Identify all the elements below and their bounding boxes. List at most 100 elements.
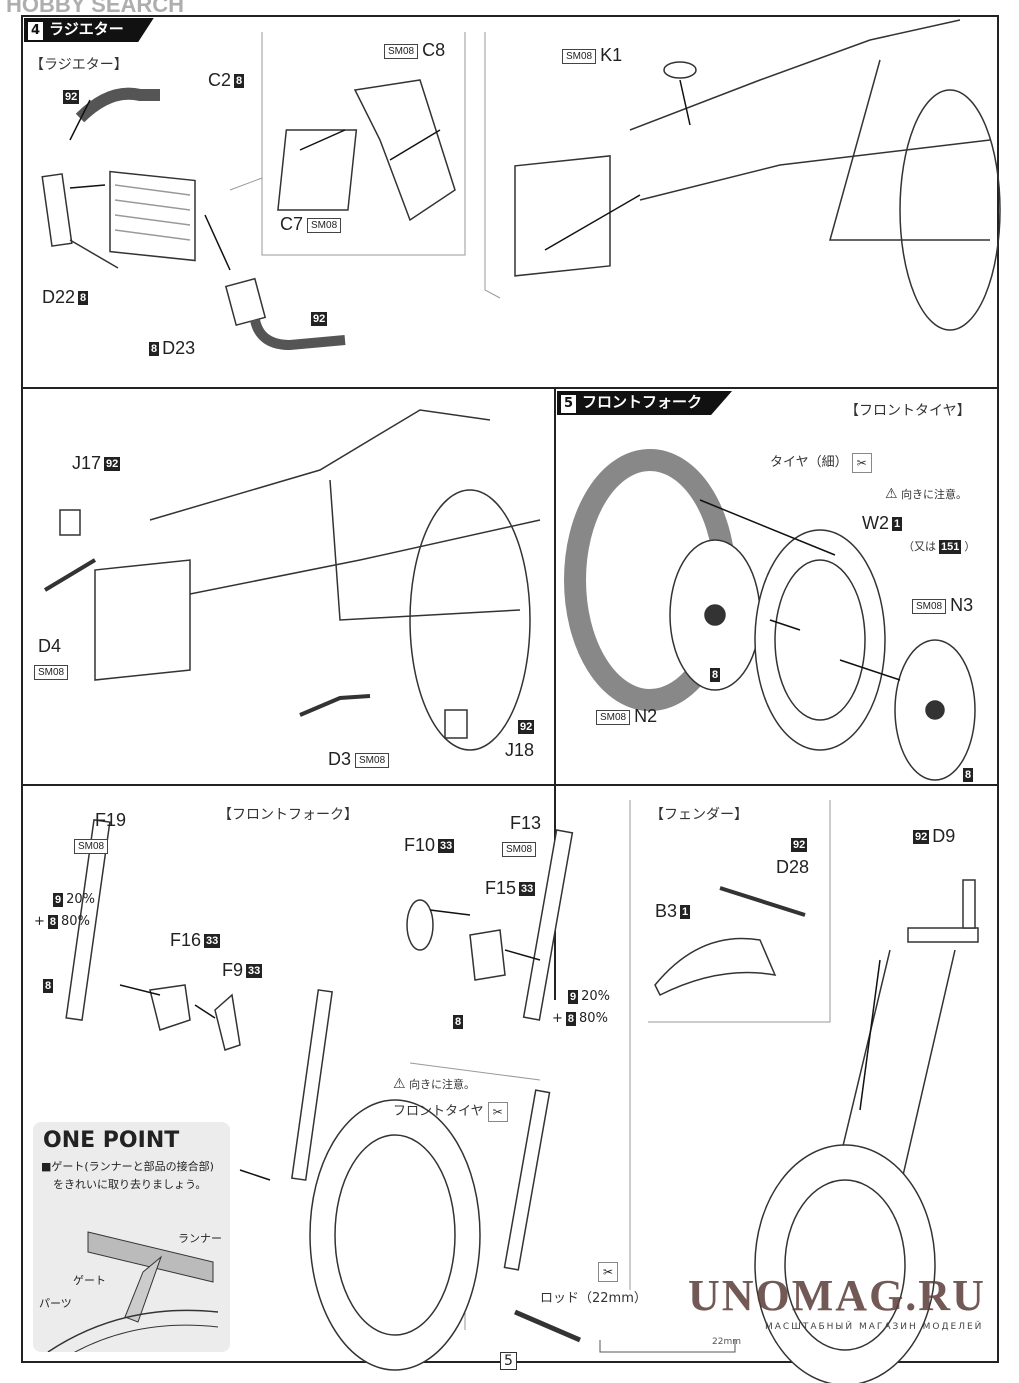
hose-d23 bbox=[250, 318, 346, 351]
step-number: 5 bbox=[561, 395, 577, 413]
warning-icon: ⚠ bbox=[885, 486, 898, 502]
label-d28: D28 bbox=[776, 857, 810, 877]
cutter-icon: ✂ bbox=[598, 1261, 618, 1282]
label-f19-color: SM08 bbox=[70, 836, 112, 855]
fork-assembly-right bbox=[503, 1089, 551, 1271]
label-f13: F13 bbox=[510, 813, 542, 833]
subpanel-c8 bbox=[261, 32, 466, 256]
bike-frame-mid bbox=[149, 409, 541, 621]
part-d22 bbox=[41, 173, 73, 247]
gate-diagram bbox=[47, 1231, 219, 1352]
warning-icon: ⚠ bbox=[393, 1076, 406, 1092]
fender-heading: 【フェンダー】 bbox=[650, 807, 748, 823]
label-f19: F19 bbox=[95, 810, 127, 830]
step-title: フロントフォーク bbox=[582, 393, 703, 411]
label-runner: ランナー bbox=[178, 1232, 222, 1245]
radiator-heading: 【ラジエター】 bbox=[30, 57, 128, 73]
step5-header: 5 フロントフォーク bbox=[557, 391, 733, 415]
part-d23 bbox=[224, 277, 267, 327]
part-j17 bbox=[59, 509, 81, 536]
label-rod: ロッド（22mm） bbox=[540, 1291, 647, 1306]
one-point-box: ONE POINT ■ゲート(ランナーと部品の接合部) をきれいに取り去りましょ… bbox=[33, 1122, 230, 1352]
part-d9 bbox=[907, 927, 979, 943]
part-d3 bbox=[299, 694, 371, 717]
part-f9 bbox=[214, 993, 241, 1051]
cutter-icon: ✂ bbox=[487, 1101, 508, 1122]
unomag-subtitle: МАСШТАБНЫЙ МАГАЗИН МОДЕЛЕЙ bbox=[765, 1322, 984, 1332]
label-parts: パーツ bbox=[39, 1297, 72, 1310]
fork-f13 bbox=[522, 829, 574, 1021]
f13-bottom-color: 8 bbox=[453, 1014, 464, 1029]
part-b3 bbox=[654, 937, 777, 997]
label-d4-color: SM08 bbox=[30, 662, 72, 681]
hub-color: 8 bbox=[710, 667, 721, 682]
one-point-text-1: ■ゲート(ランナーと部品の接合部) bbox=[41, 1160, 214, 1173]
label-tire-thin: タイヤ（細）✂ bbox=[770, 452, 872, 474]
assembly-arrows bbox=[69, 79, 901, 1181]
front-wheel-assembly bbox=[309, 1099, 481, 1371]
bike-frame-top bbox=[629, 19, 991, 241]
part-j18 bbox=[444, 709, 468, 739]
front-fork-heading: 【フロントフォーク】 bbox=[218, 807, 358, 823]
front-tire-heading: 【フロントタイヤ】 bbox=[845, 403, 971, 419]
part-d4 bbox=[43, 558, 97, 592]
label-d4: D4 bbox=[38, 636, 62, 656]
rod-cutter: ✂ bbox=[594, 1260, 618, 1282]
part-f15 bbox=[469, 929, 506, 981]
part-c8 bbox=[353, 79, 456, 222]
cutter-icon: ✂ bbox=[851, 452, 872, 473]
f19-bottom-color: 8 bbox=[43, 978, 54, 993]
label-d28-color: 92 bbox=[791, 837, 808, 852]
one-point-title: ONE POINT bbox=[43, 1128, 180, 1153]
label-gate: ゲート bbox=[73, 1274, 106, 1287]
color-92-top: 92 bbox=[63, 89, 80, 104]
label-j18: J18 bbox=[505, 740, 535, 760]
step-title: ラジエター bbox=[49, 20, 124, 38]
part-c7 bbox=[277, 129, 358, 211]
unomag-watermark: UNOMAG.RU bbox=[688, 1271, 986, 1320]
part-f10 bbox=[406, 899, 434, 951]
rear-wheel-mid bbox=[409, 489, 531, 751]
radiator-mid bbox=[94, 559, 191, 681]
color-92-bottom: 92 bbox=[311, 311, 328, 326]
label-j18-color: 92 bbox=[518, 719, 535, 734]
part-f16 bbox=[149, 984, 191, 1031]
rear-wheel-top bbox=[899, 89, 1001, 331]
caution-note-2: ⚠ 向きに注意。 bbox=[393, 1076, 476, 1092]
one-point-text-2: をきれいに取り去りましょう。 bbox=[53, 1178, 207, 1191]
hose-c2 bbox=[75, 87, 160, 123]
disc-color: 8 bbox=[963, 767, 974, 782]
part-d28 bbox=[719, 886, 806, 917]
cap-k1 bbox=[663, 61, 697, 79]
rod-22mm bbox=[514, 1309, 581, 1343]
caution-note: ⚠ 向きに注意。 bbox=[885, 486, 968, 502]
hobby-search-watermark: HOBBY SEARCH bbox=[6, 0, 185, 17]
fork-f19 bbox=[65, 819, 111, 1021]
step5-box bbox=[554, 387, 998, 1000]
radiator-top bbox=[514, 155, 611, 277]
